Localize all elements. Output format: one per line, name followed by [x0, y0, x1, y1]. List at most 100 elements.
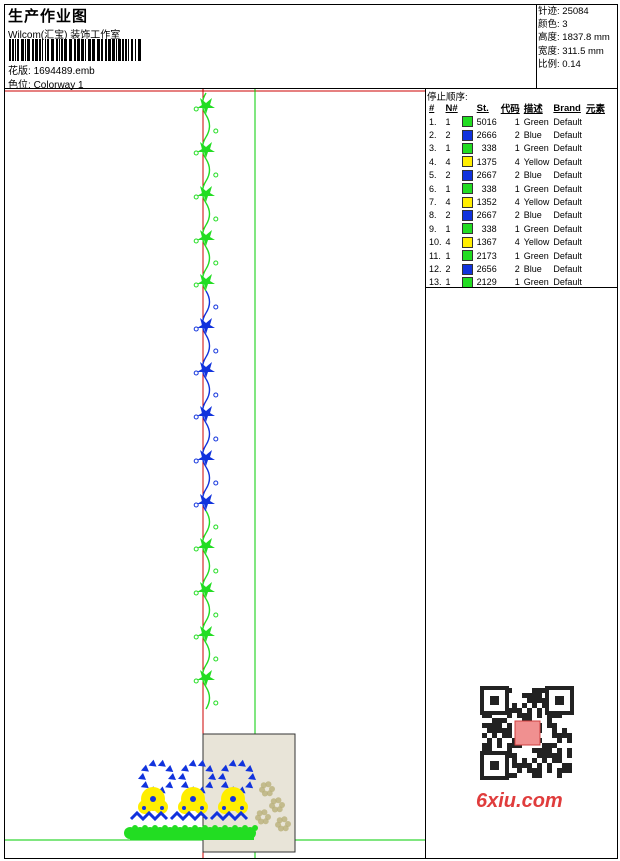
row-description: Blue	[523, 170, 542, 181]
row-swatch	[460, 236, 475, 249]
row-code: 1	[514, 277, 520, 288]
row-brand: Default	[553, 250, 582, 261]
row-brand: Default	[553, 277, 582, 288]
row-needle: 4	[445, 156, 451, 167]
row-swatch	[460, 222, 475, 235]
design-file: 花版: 1694489.emb	[8, 62, 95, 77]
row-code: 1	[514, 183, 520, 194]
fabric-pattern	[255, 781, 291, 832]
row-swatch	[460, 155, 475, 168]
row-code: 4	[514, 156, 520, 167]
row-brand: Default	[553, 223, 582, 234]
row-needle: 4	[445, 237, 451, 248]
design-label: 花版:	[8, 66, 31, 77]
row-brand: Default	[553, 130, 582, 141]
row-description: Green	[523, 183, 549, 194]
stop-sequence-title: 停止顺序:	[427, 92, 468, 103]
header: 生产作业图 Wilcom(汇宝) 装饰工作室 花版: 1694489.emb 色…	[4, 4, 537, 91]
color-swatch	[461, 169, 473, 181]
qr-code	[470, 680, 585, 815]
stat-height: 高度: 1837.8 mm	[538, 32, 610, 44]
row-description: Yellow	[523, 237, 550, 248]
vine-embroidery	[193, 92, 219, 710]
row-swatch	[460, 142, 475, 155]
color-swatch	[461, 116, 473, 128]
color-swatch	[461, 209, 473, 221]
stat-scale: 比例: 0.14	[538, 58, 581, 70]
row-code: 1	[514, 143, 520, 154]
design-canvas	[5, 89, 425, 858]
row-needle: 1	[445, 183, 451, 194]
row-index: 5.	[429, 170, 437, 181]
row-code: 2	[514, 210, 520, 221]
col-index: #	[429, 102, 435, 114]
colorway: 色位: Colorway 1	[8, 76, 84, 91]
row-needle: 1	[445, 277, 451, 288]
row-code: 1	[514, 116, 520, 127]
table-header-row: # N# St. 代码 描述 Brand 元素	[427, 101, 607, 116]
row-stitches: 338	[481, 183, 497, 194]
row-description: Green	[523, 277, 549, 288]
row-code: 1	[514, 223, 520, 234]
stat-colors: 颜色: 3	[538, 19, 568, 31]
color-swatch	[461, 196, 473, 208]
row-stitches: 1352	[476, 197, 497, 208]
flower-border-embroidery	[124, 759, 258, 840]
row-brand: Default	[553, 143, 582, 154]
table-bottom-divider	[426, 287, 618, 288]
row-description: Yellow	[523, 197, 550, 208]
row-stitches: 2656	[476, 263, 497, 274]
row-index: 13.	[429, 277, 442, 288]
row-stitches: 2129	[476, 277, 497, 288]
color-swatch	[461, 143, 473, 155]
row-needle: 2	[445, 170, 451, 181]
row-code: 4	[514, 237, 520, 248]
row-needle: 1	[445, 250, 451, 261]
row-needle: 2	[445, 130, 451, 141]
row-description: Green	[523, 143, 549, 154]
stats-panel: 针迹: 25084 颜色: 3 高度: 1837.8 mm 宽度: 311.5 …	[538, 5, 610, 71]
col-swatch	[460, 101, 475, 115]
row-stitches: 2667	[476, 170, 497, 181]
col-element: 元素	[585, 104, 605, 115]
watermark-logo: 6xiu.com	[476, 790, 563, 812]
row-brand: Default	[553, 156, 582, 167]
header-divider	[536, 4, 537, 88]
company-name: Wilcom(汇宝) 装饰工作室	[8, 30, 121, 41]
color-swatch	[461, 183, 473, 195]
row-code: 2	[514, 170, 520, 181]
row-code: 4	[514, 197, 520, 208]
row-brand: Default	[553, 170, 582, 181]
row-swatch	[460, 249, 475, 262]
row-index: 12.	[429, 263, 442, 274]
row-brand: Default	[553, 237, 582, 248]
row-index: 3.	[429, 143, 437, 154]
row-stitches: 1375	[476, 156, 497, 167]
page-frame	[4, 4, 618, 859]
row-index: 10.	[429, 237, 442, 248]
row-stitches: 2173	[476, 250, 497, 261]
design-value: 1694489.emb	[33, 66, 95, 77]
col-description: 描述	[523, 104, 543, 115]
row-index: 9.	[429, 223, 437, 234]
row-brand: Default	[553, 210, 582, 221]
row-code: 2	[514, 263, 520, 274]
row-description: Blue	[523, 210, 542, 221]
row-stitches: 1367	[476, 237, 497, 248]
canvas-divider	[425, 89, 426, 858]
row-index: 7.	[429, 197, 437, 208]
color-swatch	[461, 129, 473, 141]
row-stitches: 338	[481, 143, 497, 154]
col-stitches: St.	[476, 102, 489, 114]
color-swatch	[461, 156, 473, 168]
